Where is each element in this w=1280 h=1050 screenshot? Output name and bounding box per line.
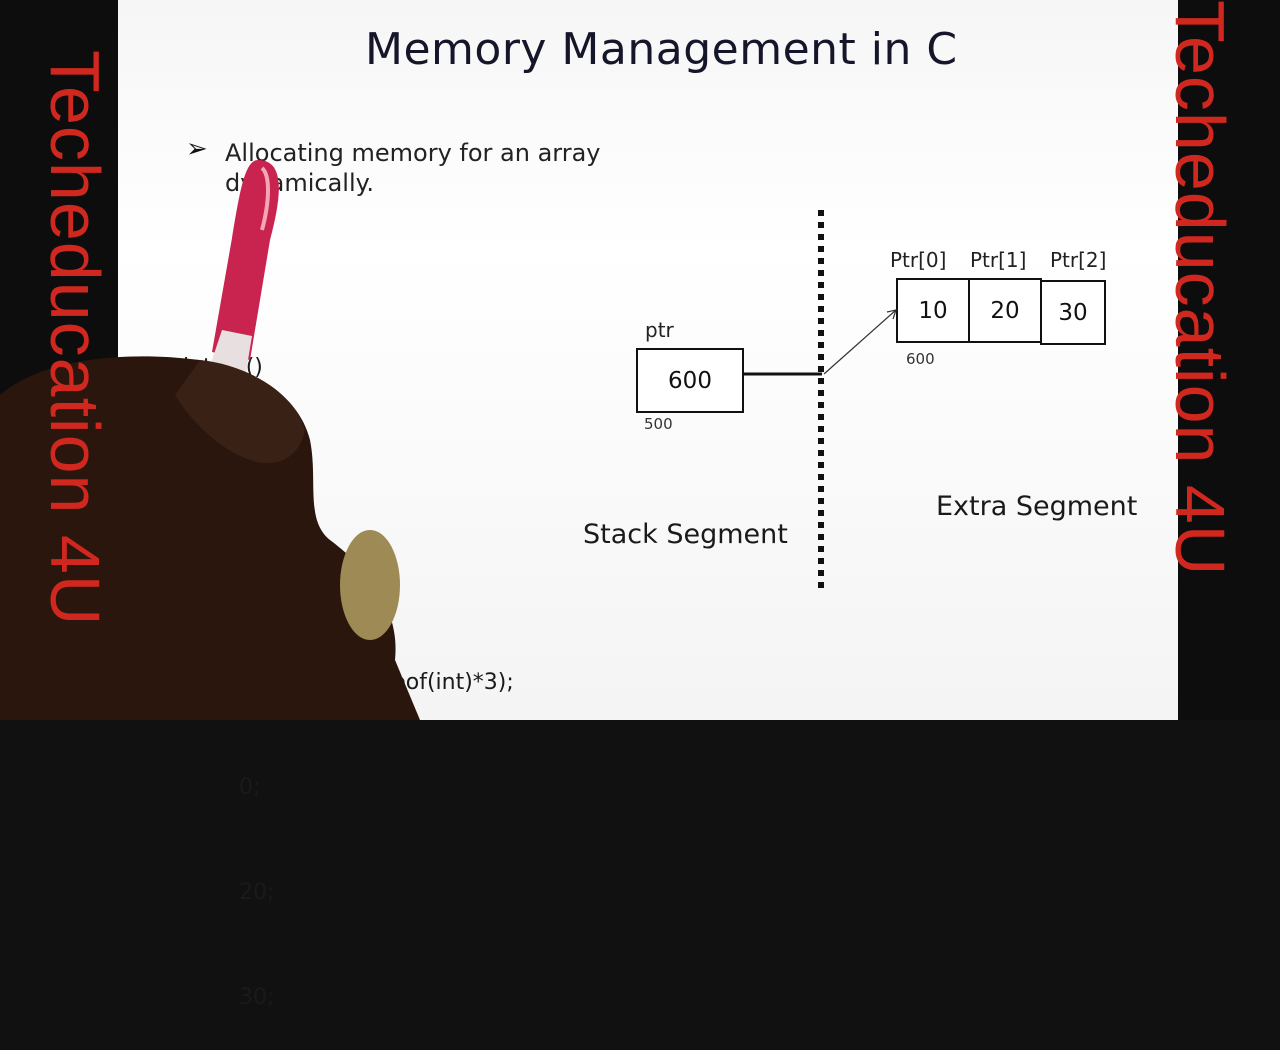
- stack-segment-label: Stack Segment: [583, 519, 788, 550]
- code-line: 0;: [183, 775, 261, 800]
- watermark-right: Techeducation 4U: [1161, 0, 1239, 577]
- array-index-label: Ptr[1]: [970, 248, 1027, 272]
- array-cell: 20: [968, 278, 1042, 343]
- code-line: 30;: [183, 985, 275, 1010]
- extra-segment-label: Extra Segment: [936, 491, 1138, 522]
- segment-divider: [818, 210, 824, 590]
- ptr-address: 500: [644, 415, 673, 433]
- bullet-text: Allocating memory for an array dynamical…: [225, 139, 601, 197]
- code-block: int in() { t *ptr; (int*)malloc(sizeof(i…: [183, 280, 514, 1050]
- array-index-label: Ptr[0]: [890, 248, 947, 272]
- array-cell: 30: [1040, 280, 1106, 345]
- watermark-left: Techeducation 4U: [36, 50, 114, 627]
- code-line: (int*)malloc(sizeof(int)*3);: [183, 670, 514, 695]
- ptr-box: 600: [636, 348, 744, 413]
- array-index-label: Ptr[2]: [1050, 248, 1107, 272]
- array-base-address: 600: [906, 350, 935, 368]
- ptr-label: ptr: [645, 318, 674, 342]
- array-cell: 10: [896, 278, 970, 343]
- bullet-arrow-icon: ➢: [186, 134, 208, 164]
- right-bezel: [1170, 0, 1280, 720]
- code-line: 20;: [183, 880, 275, 905]
- code-line: t *ptr;: [183, 565, 291, 590]
- slide-title: Memory Management in C: [365, 24, 958, 75]
- code-line: {: [183, 460, 197, 485]
- code-line: int in(): [183, 355, 263, 380]
